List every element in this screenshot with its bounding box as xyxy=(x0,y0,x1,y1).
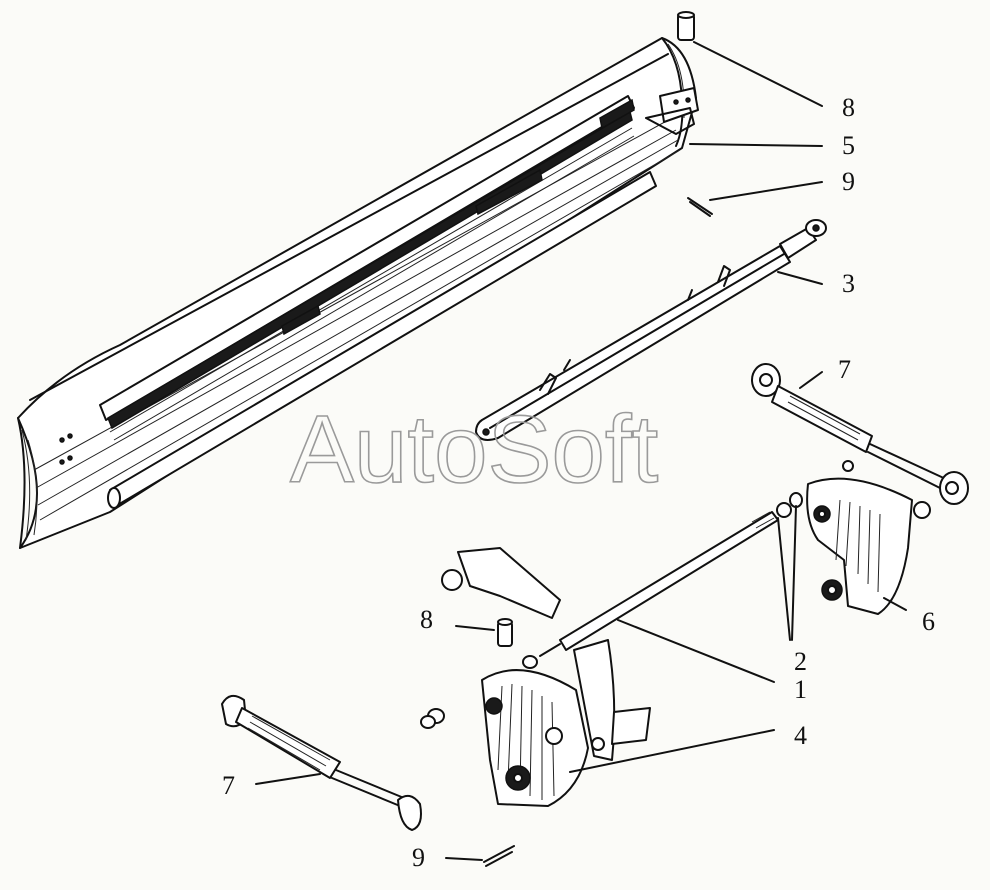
callout-5: 5 xyxy=(842,131,855,160)
leader-lines xyxy=(255,41,907,861)
callout-3: 3 xyxy=(842,269,855,298)
plow-blade xyxy=(17,37,699,549)
callout-6: 6 xyxy=(922,607,935,636)
cotter-pin-top xyxy=(687,197,713,217)
callout-9-top: 9 xyxy=(842,167,855,196)
callout-7-right: 7 xyxy=(838,355,851,384)
callout-1: 1 xyxy=(794,675,807,704)
hydraulic-cylinder xyxy=(475,219,827,441)
pin-bottom xyxy=(497,618,513,647)
callout-4: 4 xyxy=(794,721,807,750)
long-rod xyxy=(539,511,779,657)
bracket-right xyxy=(806,460,931,615)
nuts-washers xyxy=(420,492,803,729)
cotter-pin-bottom xyxy=(483,845,515,867)
callout-9-bottom: 9 xyxy=(412,843,425,872)
strut-right xyxy=(751,363,969,505)
bracket-left xyxy=(481,639,651,807)
callout-7-left: 7 xyxy=(222,771,235,800)
pin-top xyxy=(677,11,695,41)
callout-2: 2 xyxy=(794,647,807,676)
callout-8-top: 8 xyxy=(842,93,855,122)
callout-8-bottom: 8 xyxy=(420,605,433,634)
watermark-text: AutoSoft xyxy=(290,396,658,503)
lever-handle xyxy=(441,547,561,619)
strut-left xyxy=(221,694,422,831)
